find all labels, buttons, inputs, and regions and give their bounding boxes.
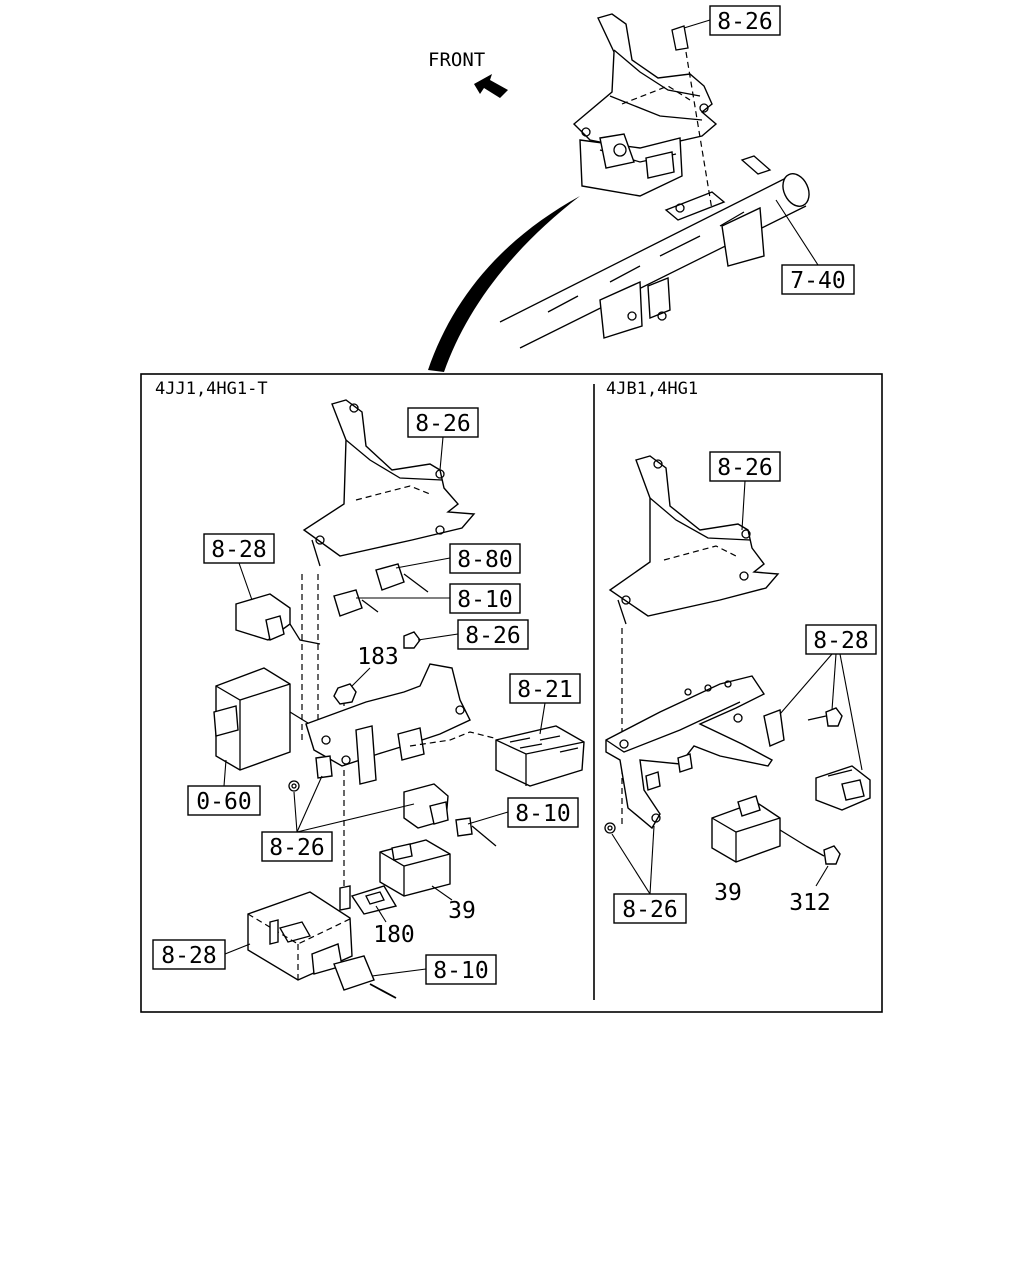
- left-relay-top: [235, 593, 321, 645]
- svg-text:0-60: 0-60: [196, 789, 251, 815]
- callout-left-connector-c: 8-10: [467, 797, 579, 828]
- callout-left-clip-180: 180: [373, 905, 415, 948]
- right-unit-39: [711, 795, 807, 863]
- front-arrow-icon: [474, 74, 508, 98]
- callout-left-nut: 8-26: [417, 619, 529, 650]
- callout-right-bolts: 8-26: [611, 825, 687, 924]
- callout-right-bracket: 8-26: [709, 451, 781, 531]
- svg-text:8-28: 8-28: [161, 943, 216, 969]
- left-clip-180: [339, 885, 398, 915]
- svg-text:8-26: 8-26: [269, 835, 324, 861]
- panel-right-title: 4JB1,4HG1: [606, 379, 698, 399]
- callout-left-connector-d: 8-10: [371, 954, 497, 985]
- left-unit-39: [379, 839, 451, 897]
- svg-text:8-26: 8-26: [622, 897, 677, 923]
- panel-right: 4JB1,4HG1: [604, 379, 877, 924]
- callout-left-ecu: 0-60: [187, 759, 261, 816]
- callout-left-connector-b: 8-10: [356, 583, 521, 614]
- svg-text:8-26: 8-26: [465, 623, 520, 649]
- svg-text:8-21: 8-21: [517, 677, 572, 703]
- svg-text:39: 39: [448, 898, 476, 924]
- svg-text:8-10: 8-10: [457, 587, 512, 613]
- callout-right-bolt-312: 312: [789, 865, 831, 916]
- svg-text:180: 180: [373, 922, 415, 948]
- left-center-bracket: [305, 663, 471, 785]
- callout-top-bracket: 8-26: [683, 5, 781, 36]
- callout-left-module-right: 8-21: [509, 673, 581, 735]
- callout-left-nut-num: 183: [351, 644, 399, 687]
- svg-text:39: 39: [714, 880, 742, 906]
- callout-left-bolts: 8-26: [261, 775, 415, 862]
- top-bracket-assembly: [572, 13, 718, 211]
- front-label: FRONT: [428, 49, 485, 71]
- left-connector-d: [333, 955, 397, 999]
- svg-text:8-28: 8-28: [813, 628, 868, 654]
- svg-text:183: 183: [357, 644, 399, 670]
- right-relay: [815, 765, 871, 811]
- panel-left-title: 4JJ1,4HG1-T: [155, 379, 268, 399]
- right-lower-bracket: [605, 675, 785, 830]
- callout-left-ecu-bottom: 8-28: [152, 939, 251, 970]
- top-assembly: FRONT: [428, 5, 855, 372]
- left-relay-center: [403, 783, 497, 847]
- right-bolt-relay: [807, 707, 843, 727]
- callout-left-bracket: 8-26: [407, 407, 479, 471]
- panel-left: 4JJ1,4HG1-T: [152, 379, 585, 999]
- svg-text:8-28: 8-28: [211, 537, 266, 563]
- callout-crossmember: 7-40: [775, 199, 855, 295]
- left-module-right: [409, 725, 585, 787]
- svg-text:8-26: 8-26: [717, 9, 772, 35]
- callout-left-relay-top: 8-28: [203, 533, 275, 601]
- right-mounting-bracket: [608, 455, 780, 824]
- right-bolt-312: [805, 845, 841, 865]
- callout-left-connector-a: 8-80: [395, 543, 521, 574]
- svg-text:8-10: 8-10: [515, 801, 570, 827]
- left-connector-a: [375, 563, 429, 593]
- detail-frame: [140, 373, 883, 1013]
- callout-left-unit-39: 39: [431, 885, 476, 924]
- left-mounting-bracket: [302, 399, 476, 567]
- callout-right-unit-39: 39: [714, 880, 742, 906]
- svg-text:7-40: 7-40: [790, 268, 845, 294]
- svg-text:8-10: 8-10: [433, 958, 488, 984]
- svg-text:8-26: 8-26: [415, 411, 470, 437]
- svg-text:8-26: 8-26: [717, 455, 772, 481]
- callout-right-relay: 8-28: [779, 624, 877, 771]
- left-ecu-unit: [213, 667, 317, 771]
- left-nut: [333, 631, 421, 705]
- left-connector-b: [333, 589, 379, 617]
- crossmember-tube: [499, 155, 810, 349]
- detail-pointer-arrow: [428, 196, 580, 372]
- svg-text:8-80: 8-80: [457, 547, 512, 573]
- svg-text:312: 312: [789, 890, 831, 916]
